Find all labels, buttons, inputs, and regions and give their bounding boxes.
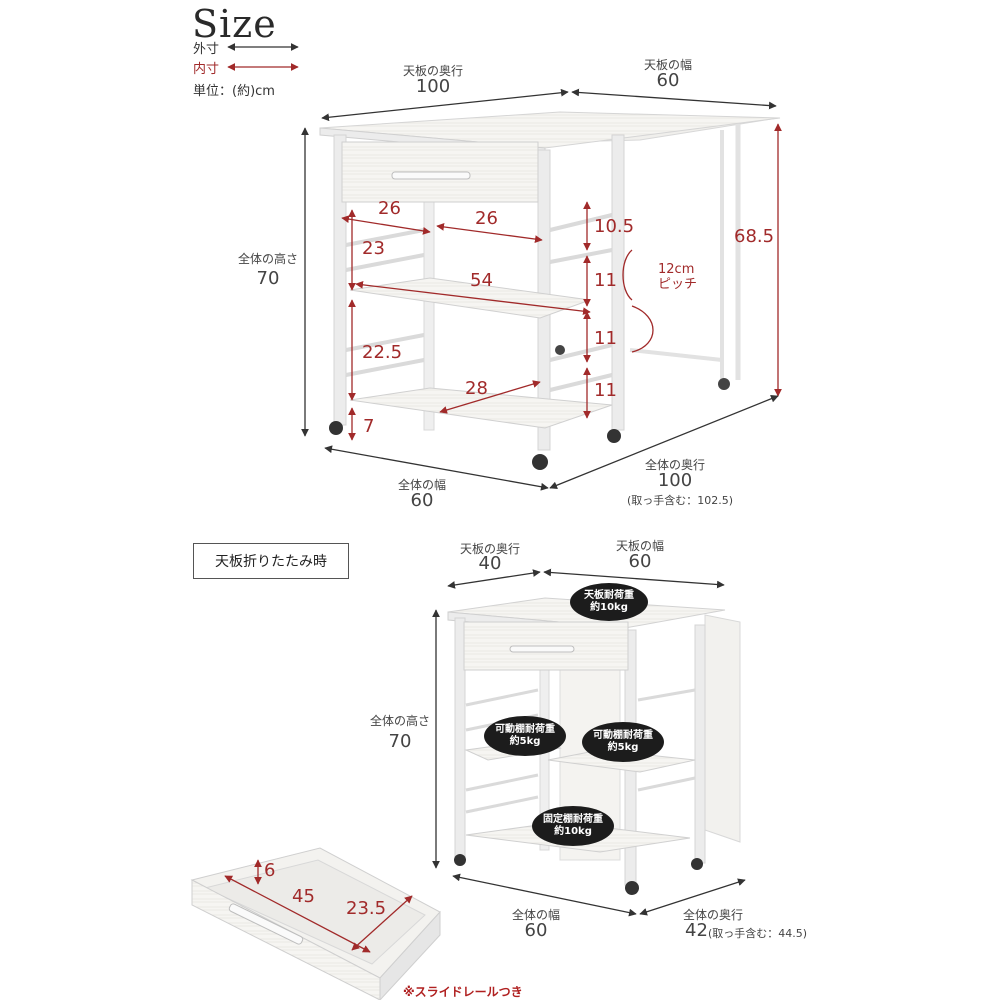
top-width-label: 天板の幅 [643, 58, 692, 72]
drawer-width-value: 45 [292, 886, 315, 907]
base-depth-value: 100 [657, 470, 693, 491]
drawer-height-value: 6 [264, 860, 276, 881]
top-width-value: 60 [656, 70, 680, 91]
inner-pitch-3: 11 [594, 380, 617, 401]
badge-fixed-line1: 固定棚耐荷重 [543, 814, 603, 825]
badge-top-load: 天板耐荷重 約10kg [570, 583, 648, 621]
dim-top-width-arrow [571, 88, 777, 110]
pitch-brackets [622, 249, 654, 353]
folded-width-label: 天板の幅 [615, 539, 664, 553]
folded-depth-value: 40 [478, 553, 502, 574]
inner-drawer-h: 10.5 [594, 216, 635, 237]
inner-bottom-w: 28 [465, 378, 488, 399]
folded-box-label: 天板折りたたみ時 [193, 543, 349, 579]
cart-extended [319, 111, 781, 470]
folded-width-value: 60 [628, 551, 652, 572]
folded-base-depth-note: (取っ手含む：44.5) [708, 927, 808, 940]
folded-depth-arrow [447, 569, 541, 589]
badge-movable-right-line1: 可動棚耐荷重 [593, 730, 653, 741]
top-depth-value: 100 [415, 76, 451, 97]
folded-width-arrow [543, 568, 725, 589]
folded-base-depth-arrow [639, 878, 746, 916]
drawer-note: ※スライドレールつき [403, 985, 523, 999]
legend-outer: 外寸 [193, 38, 219, 57]
page-title: Size [192, 2, 277, 46]
legend-outer-label: 外寸 [193, 42, 220, 57]
badge-movable-left-line1: 可動棚耐荷重 [495, 724, 555, 735]
inner-h2: 22.5 [362, 342, 403, 363]
folded-height-value: 70 [388, 731, 412, 752]
folded-base-depth-value: 42 [685, 920, 708, 941]
dim-base-width-arrow [324, 445, 549, 491]
height-label: 全体の高さ [237, 252, 298, 266]
inner-dimension-arrows [341, 201, 591, 441]
inner-w2: 26 [475, 208, 498, 229]
inner-shelf-w: 54 [470, 270, 493, 291]
pitch-label-1: 12cm [658, 262, 695, 277]
badge-fixed-line2: 約10kg [554, 826, 592, 837]
base-depth-label: 全体の奥行 [644, 458, 705, 472]
pitch-label: 12cm ピッチ [658, 262, 697, 292]
legend-unit: 単位：(約)cm [193, 84, 275, 99]
top-depth-label: 天板の奥行 [402, 64, 463, 78]
badge-fixed-shelf: 固定棚耐荷重 約10kg [532, 806, 614, 846]
folded-height-label: 全体の高さ [369, 714, 430, 728]
inner-h1: 23 [362, 238, 385, 259]
badge-movable-left-line2: 約5kg [509, 736, 541, 747]
base-width-value: 60 [410, 490, 434, 511]
inner-pitch-1: 11 [594, 270, 617, 291]
badge-top-load-line2: 約10kg [590, 602, 628, 613]
base-width-label: 全体の幅 [397, 478, 446, 492]
dim-base-depth-arrow [549, 395, 779, 489]
height-value: 70 [256, 268, 280, 289]
badge-movable-shelf-right: 可動棚耐荷重 約5kg [582, 722, 664, 762]
badge-movable-shelf-left: 可動棚耐荷重 約5kg [484, 716, 566, 756]
folded-depth-label: 天板の奥行 [459, 542, 520, 556]
inner-pitch-2: 11 [594, 328, 617, 349]
drawer-inner-arrows [224, 859, 413, 953]
badge-movable-right-line2: 約5kg [607, 742, 639, 753]
legend-inner-label: 内寸 [193, 62, 220, 77]
folded-base-depth-label: 全体の奥行 [682, 908, 743, 922]
drawer-depth-value: 23.5 [346, 898, 387, 919]
inner-foot: 7 [363, 416, 375, 437]
folded-base-width-label: 全体の幅 [511, 908, 560, 922]
folded-base-width-arrow [452, 873, 637, 917]
dim-top-depth-arrow [321, 88, 569, 122]
legend-inner: 内寸 [193, 58, 219, 77]
leaf-height-value: 68.5 [734, 226, 775, 247]
folded-base-width-value: 60 [524, 920, 548, 941]
pitch-label-2: ピッチ [658, 277, 698, 292]
base-depth-note: (取っ手含む：102.5) [627, 494, 734, 507]
inner-w1: 26 [378, 198, 401, 219]
badge-top-load-line1: 天板耐荷重 [584, 590, 634, 601]
